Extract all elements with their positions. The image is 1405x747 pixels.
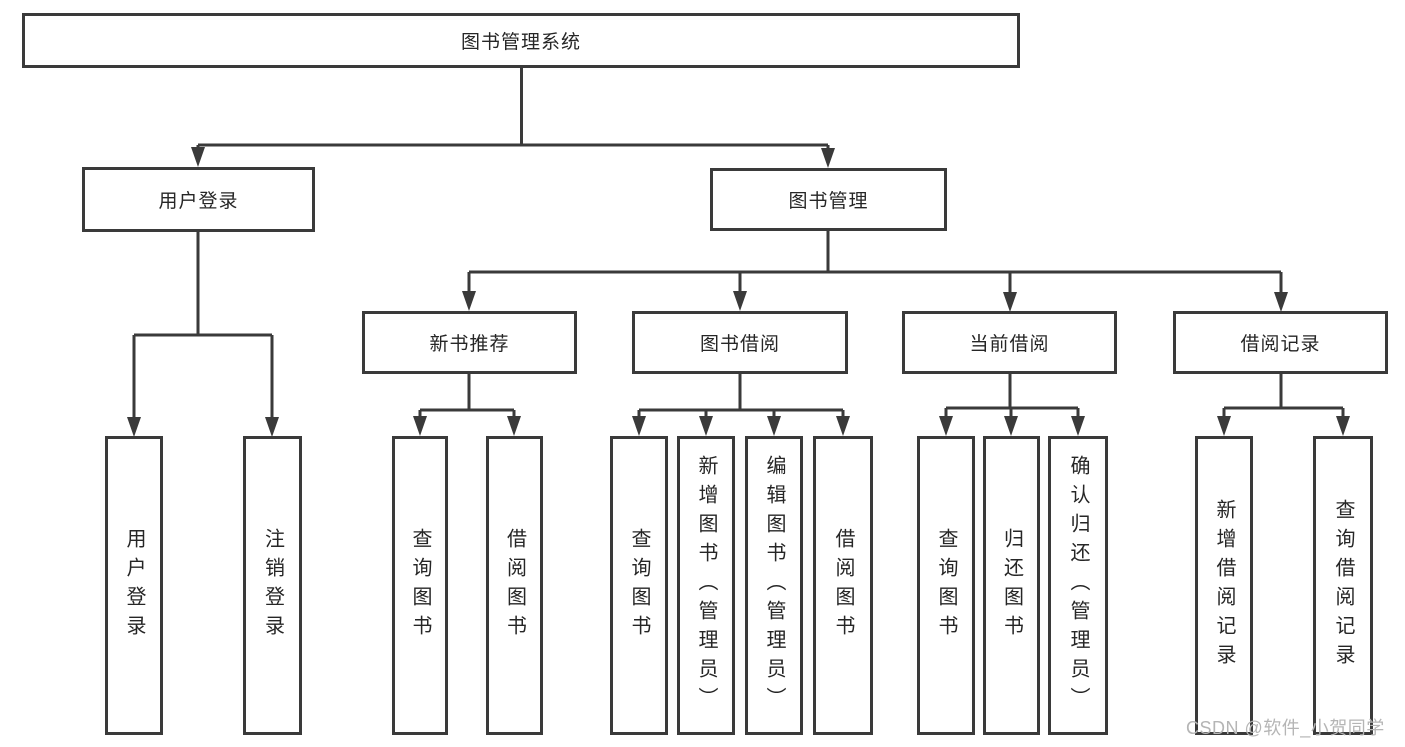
node-root: 图书管理系统 (22, 13, 1020, 68)
leaf-add-borrow-record: 新增借阅记录 (1195, 436, 1253, 735)
leaf-label: 注销登录 (261, 527, 284, 644)
node-user-login: 用户登录 (82, 167, 315, 232)
leaf-logout: 注销登录 (243, 436, 302, 735)
leaf-label: 借阅图书 (503, 527, 526, 644)
leaf-query-books-borrow: 查询图书 (610, 436, 668, 735)
leaf-query-borrow-record: 查询借阅记录 (1313, 436, 1373, 735)
connector-current-borrowing-branch (939, 373, 1085, 436)
connector-user-login-branch (127, 230, 279, 437)
connector-borrow-records-branch (1217, 373, 1350, 436)
node-book-borrowing: 图书借阅 (632, 311, 848, 374)
connector-root-branch (191, 66, 835, 168)
leaf-return-books: 归还图书 (983, 436, 1040, 735)
leaf-label: 查询借阅记录 (1332, 498, 1354, 673)
leaf-query-books-new: 查询图书 (392, 436, 448, 735)
watermark: CSDN @软件_小贺同学 (1186, 718, 1385, 738)
leaf-label: 查询图书 (409, 527, 431, 644)
node-new-book-recommend: 新书推荐 (362, 311, 577, 374)
node-book-management: 图书管理 (710, 168, 947, 231)
leaf-label: 编辑图书（管理员） (763, 455, 785, 716)
node-current-borrowing: 当前借阅 (902, 311, 1117, 374)
leaf-label: 新增借阅记录 (1213, 498, 1235, 673)
leaf-user-login: 用户登录 (105, 436, 163, 735)
leaf-confirm-return-admin: 确认归还（管理员） (1048, 436, 1108, 735)
leaf-borrow-books-borrow: 借阅图书 (813, 436, 873, 735)
leaf-label: 借阅图书 (832, 527, 854, 644)
leaf-borrow-books-new: 借阅图书 (486, 436, 543, 735)
leaf-add-books-admin: 新增图书（管理员） (677, 436, 735, 735)
leaf-label: 查询图书 (628, 527, 650, 644)
leaf-label: 归还图书 (1000, 527, 1023, 644)
connector-new-books-branch (413, 373, 521, 436)
leaf-label: 新增图书（管理员） (695, 455, 717, 716)
leaf-label: 查询图书 (935, 527, 957, 644)
leaf-label: 确认归还（管理员） (1067, 455, 1089, 716)
leaf-label: 用户登录 (123, 527, 145, 644)
connector-book-mgmt-branch (462, 229, 1288, 312)
leaf-edit-books-admin: 编辑图书（管理员） (745, 436, 803, 735)
node-borrow-records: 借阅记录 (1173, 311, 1388, 374)
leaf-query-books-current: 查询图书 (917, 436, 975, 735)
connector-book-borrowing-branch (632, 373, 850, 436)
